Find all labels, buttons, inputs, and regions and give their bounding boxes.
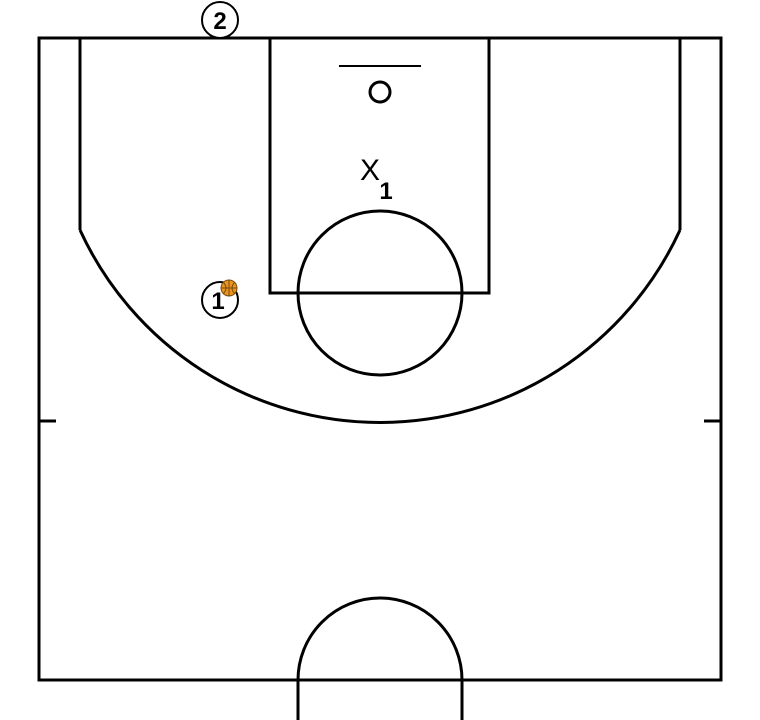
rim bbox=[368, 80, 392, 104]
player-number: 1 bbox=[211, 288, 224, 315]
court-boundary bbox=[37, 36, 723, 682]
defender-symbol: X bbox=[360, 154, 380, 187]
center-circle bbox=[296, 596, 464, 720]
paint-lane bbox=[268, 36, 491, 295]
free-throw-circle bbox=[296, 209, 464, 377]
three-point-line bbox=[78, 38, 682, 425]
basketball-icon bbox=[220, 279, 238, 297]
player-number: 2 bbox=[213, 8, 226, 35]
offense-player-2: 2 bbox=[201, 1, 239, 39]
defense-player-1: X 1 bbox=[360, 154, 393, 205]
defender-number: 1 bbox=[379, 178, 392, 205]
